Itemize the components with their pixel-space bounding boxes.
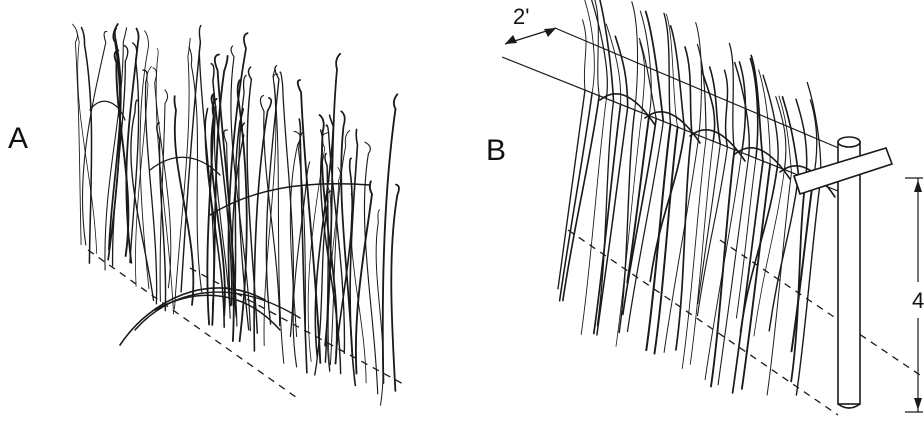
cane [383,94,398,383]
panel-b-label: B [486,134,506,167]
width-dimension: 2' [505,4,556,44]
arrowhead-icon [914,398,922,410]
panel-a-label: A [8,122,28,155]
panel-a-canes [73,24,399,405]
post-top [838,137,860,147]
cane-top [725,70,728,147]
cane [298,80,321,363]
cane-top [696,23,702,136]
cane-top [646,12,664,122]
cane-lower [767,173,791,395]
cane-arch [690,130,745,161]
panel-b-canes [558,0,835,395]
cane-lower [698,144,721,304]
cane [143,70,157,304]
arrowhead-icon [544,28,556,37]
cane-lower [560,93,593,301]
width-dimension-label: 2' [513,4,529,29]
cane [82,31,106,244]
cane [73,24,82,244]
cane [325,154,328,363]
cane-lower [563,96,599,301]
cane [364,142,377,394]
cane-lower [616,113,642,346]
panel-a: A [8,24,405,405]
cane-lower [594,104,621,333]
cane-top [750,59,757,159]
cane-top [632,2,638,110]
arrowhead-icon [914,180,922,192]
trellis-wire-front [502,57,848,195]
cane-top [729,43,734,149]
cane-lower [627,116,649,283]
height-dimension-label: 4 [912,288,924,313]
cane [280,72,293,336]
cane [189,47,202,292]
cane-top [583,20,587,90]
height-dimension: 4 [905,178,924,412]
arrowhead-icon [505,35,517,44]
cane-top [597,0,613,101]
cane-top [685,47,692,133]
cane-lower [769,176,798,331]
cane-lower [664,136,699,353]
panel-b: B 2' [486,0,924,415]
cane-lower [742,164,770,389]
cane-lower [558,90,585,289]
cane [391,185,399,391]
trellis-wires [502,28,848,195]
cane-lower [733,161,763,393]
cane-lower [628,121,664,331]
trellis-post [794,137,892,408]
